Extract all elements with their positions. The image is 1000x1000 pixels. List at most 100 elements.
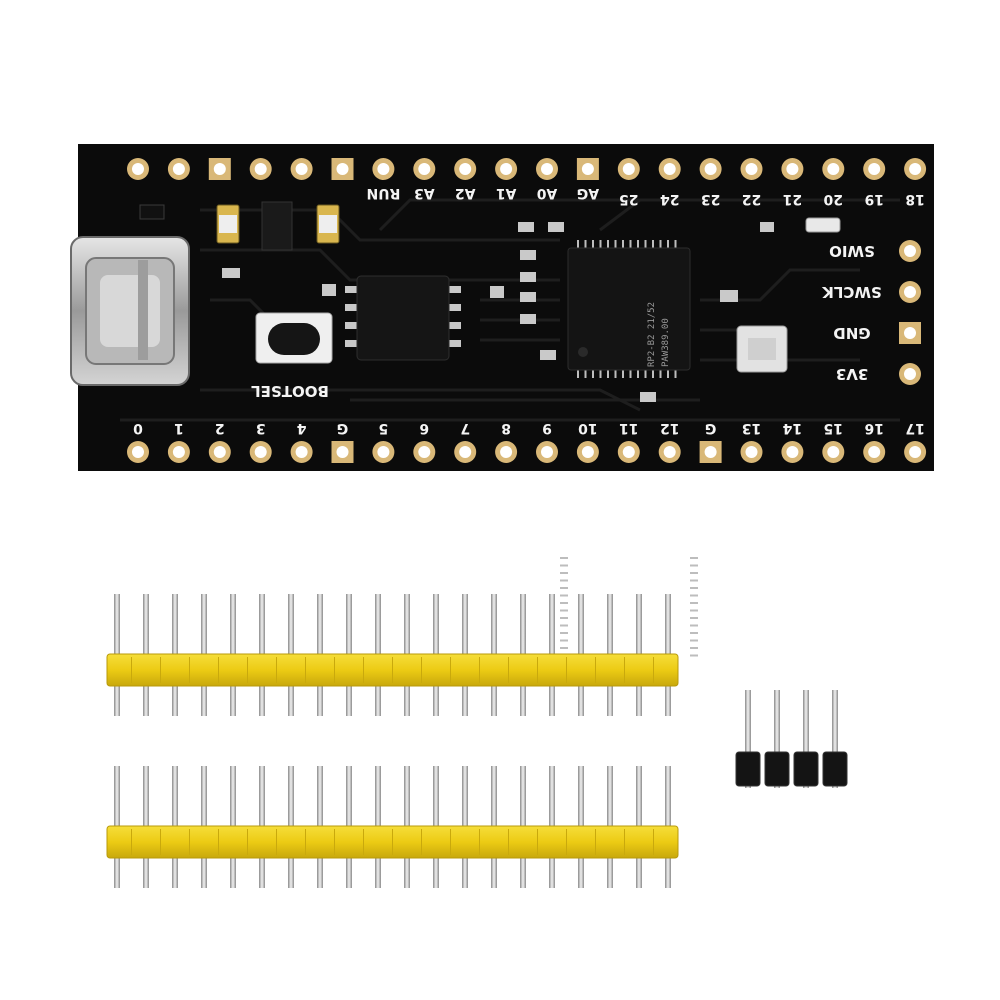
bottom-pin-label: 5: [379, 420, 389, 436]
header-pin: [143, 858, 149, 888]
chip-marking-line2: PAW389.00: [661, 318, 671, 367]
header-pin: [201, 766, 207, 826]
bottom-pin-label: 13: [742, 420, 761, 436]
flash-chip: [345, 275, 461, 361]
right-pad-column: [899, 240, 921, 385]
header-pin: [832, 690, 838, 752]
top-pad: [290, 158, 313, 180]
header-pin: [317, 858, 323, 888]
header-pin: [636, 858, 642, 888]
top-pad: [822, 158, 845, 180]
top-pad: [167, 158, 190, 180]
header-pin: [578, 594, 584, 654]
header-pin: [346, 858, 352, 888]
header-pin: [201, 686, 207, 716]
header-pin: [832, 786, 838, 788]
header-pin: [549, 686, 555, 716]
bottom-pin-label: 11: [619, 420, 638, 436]
bottom-pin-label: 7: [460, 420, 470, 436]
bottom-pin-label: 12: [660, 420, 679, 436]
bottom-pin-label: 3: [256, 420, 266, 436]
header-pin: [114, 686, 120, 716]
crystal-oscillator: [736, 325, 788, 373]
top-pad: [863, 158, 886, 180]
header-pin: [607, 686, 613, 716]
rp2040-chip: RP2-B2 21/52 PAW389.00: [560, 240, 698, 657]
bottom-pad: [495, 441, 518, 463]
bottom-pad: [822, 441, 845, 463]
smd-components: [139, 201, 841, 402]
top-pad: [127, 158, 149, 180]
header-plastic: [764, 751, 790, 787]
header-pin: [172, 594, 178, 654]
header-pin: [259, 858, 265, 888]
header-pin: [317, 686, 323, 716]
bottom-pad: [536, 441, 558, 463]
chip-marking-line1: RP2-B2 21/52: [647, 302, 657, 367]
bottom-pad: [454, 441, 477, 463]
header-pin: [346, 766, 352, 826]
right-pin-label: GND: [833, 324, 870, 342]
top-pad: [658, 158, 681, 180]
bootsel-button[interactable]: [255, 312, 333, 364]
bottom-pad: [617, 441, 640, 463]
bottom-pin-label: G: [337, 420, 349, 436]
top-pin-label: 21: [783, 191, 802, 207]
header-pin: [745, 690, 751, 752]
header-pin: [607, 594, 613, 654]
header-pin: [774, 690, 780, 752]
bottom-pin-label: 15: [824, 420, 843, 436]
right-pin-label: SWCLK: [821, 283, 882, 301]
header-pin: [172, 766, 178, 826]
short-header: [735, 690, 848, 788]
bottom-pad: [658, 441, 681, 463]
header-pin: [491, 858, 497, 888]
right-pad: [899, 363, 921, 385]
header-pin: [375, 766, 381, 826]
header-pin: [433, 594, 439, 654]
header-pin: [114, 766, 120, 826]
header-pin: [259, 686, 265, 716]
header-pin: [404, 858, 410, 888]
header-pin: [433, 858, 439, 888]
bottom-pad: [290, 441, 313, 463]
header-pin: [665, 686, 671, 716]
top-pin-label: AG: [577, 185, 599, 201]
top-pin-label: 18: [905, 191, 924, 207]
usb-c-connector: [70, 236, 190, 386]
bottom-pin-label: 8: [501, 420, 511, 436]
header-pin: [607, 766, 613, 826]
top-pad: [781, 158, 804, 180]
header-pin: [636, 594, 642, 654]
bottom-pad: [167, 441, 190, 463]
header-pin: [520, 766, 526, 826]
long-header: [106, 594, 679, 716]
header-pin: [288, 766, 294, 826]
header-plastic: [793, 751, 819, 787]
header-pin: [404, 686, 410, 716]
top-pad: [617, 158, 640, 180]
header-pin: [578, 766, 584, 826]
top-pad: [413, 158, 436, 180]
bottom-pad: [740, 441, 763, 463]
top-pin-label: 25: [619, 191, 638, 207]
bottom-pin-label: 16: [864, 420, 883, 436]
bottom-pad: [208, 441, 231, 463]
header-plastic: [735, 751, 761, 787]
header-pin: [201, 858, 207, 888]
bottom-pin-label: G: [705, 420, 717, 436]
top-pad: [249, 158, 272, 180]
header-pin: [230, 686, 236, 716]
header-pin: [143, 766, 149, 826]
bottom-pin-label: 17: [905, 420, 924, 436]
header-pin: [433, 766, 439, 826]
header-pin: [230, 766, 236, 826]
right-pin-label: 3V3: [836, 365, 868, 383]
header-pin: [549, 594, 555, 654]
header-pin: [520, 686, 526, 716]
header-pin: [549, 858, 555, 888]
bottom-pad: [331, 441, 354, 463]
top-pin-label: A2: [455, 185, 476, 201]
header-pin: [230, 594, 236, 654]
